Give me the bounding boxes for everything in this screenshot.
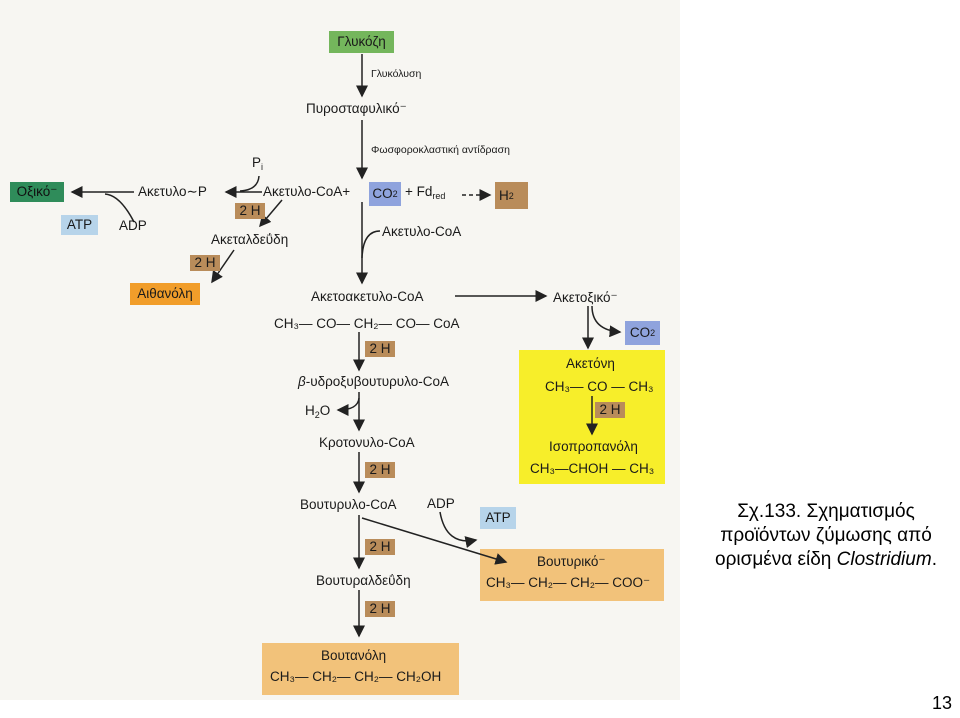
hydroxybutyryl-label: β-υδροξυβουτυρυλο-CoA — [298, 374, 449, 389]
two-h-box-acetaldehyde: 2 H — [235, 203, 265, 219]
adp-label-right: ADP — [427, 496, 455, 511]
acetoacetate-label: Ακετοξικό⁻ — [553, 290, 618, 305]
arrow-acetylcoa-acetaldehyde — [259, 199, 283, 228]
butyrate-label: Βουτυρικό⁻ — [537, 554, 606, 569]
acetyl-p-label: Ακετυλο∼P — [138, 184, 207, 199]
two-h-box-butyraldehyde: 2 H — [365, 539, 395, 555]
arrow-adp-atp-left — [104, 193, 135, 223]
butanol-panel — [262, 643, 459, 695]
arrow-pi-in — [239, 175, 260, 192]
arrow-adp-atp — [439, 511, 478, 548]
fd-label: + Fdred — [405, 184, 446, 201]
pyruvate-label: Πυροσταφυλικό⁻ — [306, 101, 407, 116]
figure-caption: Σχ.133. Σχηματισμός προϊόντων ζύμωσης απ… — [700, 500, 952, 572]
arrow-co2-out — [591, 305, 622, 338]
arrow-water-out — [336, 397, 360, 416]
water-label: H2O — [305, 403, 331, 420]
adp-label-left: ADP — [119, 218, 147, 233]
butanol-formula: CH₃— CH₂— CH₂— CH₂OH — [270, 669, 442, 684]
caption-line-2: προϊόντων ζύμωσης από — [720, 525, 932, 546]
caption-line-3: ορισμένα είδη Clostridium. — [715, 549, 937, 570]
ethanol-box: Αιθανόλη — [130, 283, 200, 305]
isopropanol-label: Ισοπροπανόλη — [549, 439, 638, 454]
butyryl-coa-label: Βουτυρυλο-CoA — [300, 497, 397, 512]
atp-box-right: ATP — [480, 507, 516, 529]
two-h-box-isopropanol: 2 H — [595, 402, 625, 418]
isopropanol-formula: CH₃—CHOH — CH₃ — [530, 461, 655, 476]
crotonyl-coa-label: Κροτονυλο-CoA — [319, 435, 415, 450]
acetone-label: Ακετόνη — [566, 356, 615, 371]
atp-box-left: ATP — [61, 215, 98, 235]
two-h-box-ethanol: 2 H — [190, 255, 220, 271]
butanol-label: Βουτανόλη — [321, 648, 387, 663]
caption-line-1: Σχ.133. Σχηματισμός — [737, 501, 915, 522]
page-number: 13 — [931, 693, 952, 713]
two-h-box-hydroxybutyryl: 2 H — [365, 341, 395, 357]
arrow-acetylcoa-join — [361, 230, 381, 259]
butyrate-formula: CH₃— CH₂— CH₂— COO⁻ — [486, 575, 651, 590]
acetaldehyde-label: Ακεταλδεΰδη — [211, 232, 289, 247]
glycolysis-label: Γλυκόλυση — [371, 68, 422, 80]
glucose-box: Γλυκόζη — [329, 31, 394, 53]
butyrate-panel — [480, 549, 664, 601]
two-h-box-butanol: 2 H — [365, 601, 395, 617]
acetyl-coa-label: Ακετυλο-CoA — [382, 224, 462, 239]
acetoacetyl-formula: CH₃— CO— CH₂— CO— CoA — [274, 316, 460, 331]
acetate-box: Οξικό⁻ — [10, 182, 64, 202]
butyraldehyde-label: Βουτυραλδεΰδη — [316, 573, 411, 588]
pathway-diagram: Γλυκόζη Γλυκόλυση Πυροσταφυλικό⁻ Φωσφορο… — [0, 0, 680, 700]
arrow-butyryl-butyrate — [361, 517, 508, 565]
pathway-arrows — [70, 54, 622, 638]
acetyl-coa-plus-label: Ακετυλο-CoA+ — [263, 184, 351, 199]
phosphoroclastic-label: Φωσφοροκλαστική αντίδραση — [371, 144, 510, 156]
acetone-formula: CH₃— CO — CH₃ — [545, 379, 654, 394]
arrow-acetaldehyde-ethanol — [211, 249, 235, 284]
acetoacetyl-coa-label: Ακετοακετυλο-CoA — [311, 289, 424, 304]
two-h-box-butyryl: 2 H — [365, 462, 395, 478]
pi-label: Pi — [252, 155, 264, 172]
